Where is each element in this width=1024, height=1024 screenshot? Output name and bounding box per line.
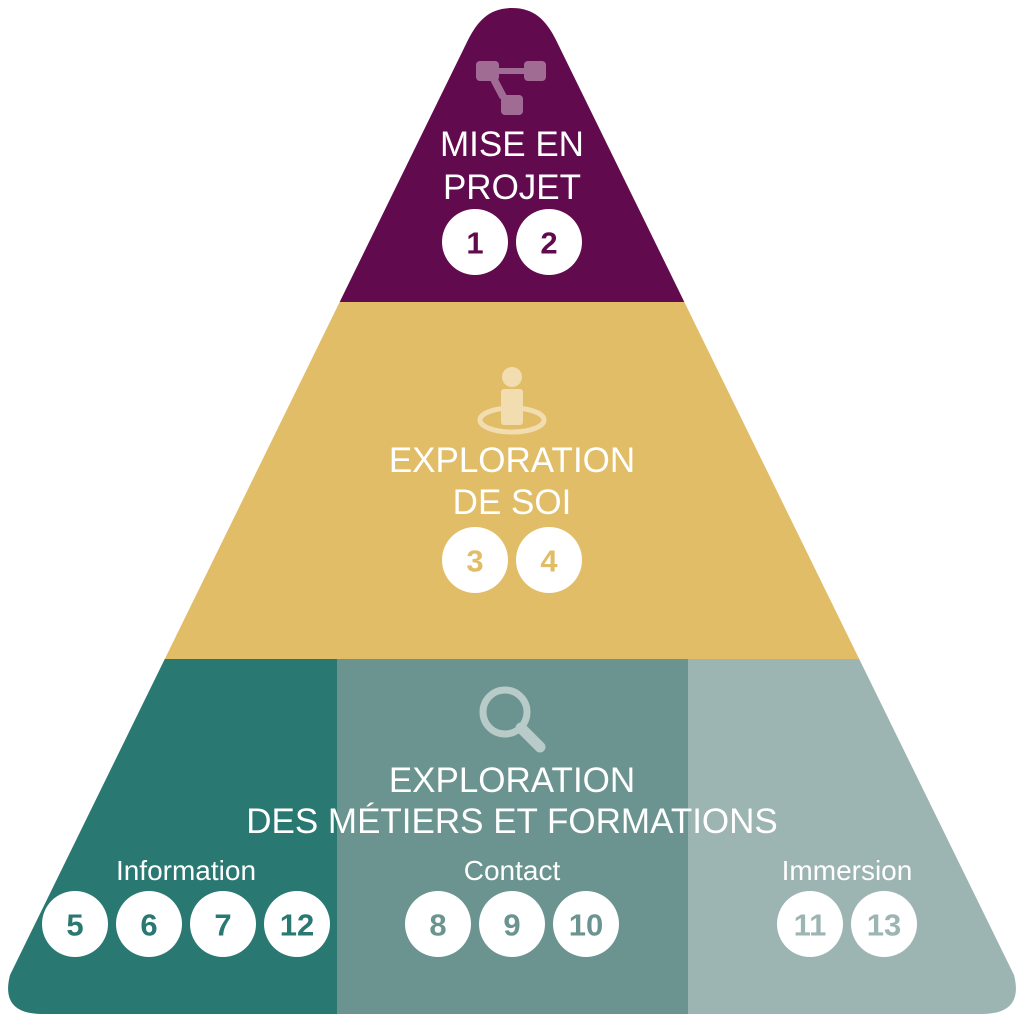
group-label-contact: Contact [464,855,561,886]
tier-bottom-immersion-background [688,659,1016,1014]
badge-number-13: 13 [867,908,901,943]
badge-number-10: 10 [569,908,603,943]
group-contact-badges: 8 9 10 [405,891,619,957]
tier-middle-title-line1: EXPLORATION [389,441,635,480]
magnifier-icon [479,686,546,753]
group-label-information: Information [116,855,256,886]
group-immersion-badges: 11 13 [777,891,917,957]
badge-number-8: 8 [429,908,446,943]
tier-middle-background [8,302,1016,659]
process-flow-icon [476,61,546,115]
tier-middle-title-line2: DE SOI [453,483,572,522]
badge-number-2: 2 [540,226,557,261]
badge-number-7: 7 [214,908,231,943]
badge-circle-7 [190,891,256,957]
group-label-immersion: Immersion [782,855,913,886]
tier-top-title-line1: MISE EN [440,125,584,164]
tier-bottom-information-background [8,659,337,1014]
badge-number-4: 4 [540,544,558,579]
badge-number-1: 1 [466,226,483,261]
badge-circle-4 [516,527,582,593]
badge-circle-8 [405,891,471,957]
badge-circle-10 [553,891,619,957]
badge-circle-9 [479,891,545,957]
badge-circle-3 [442,527,508,593]
group-information-badges: 5 6 7 12 [42,891,330,957]
badge-circle-6 [116,891,182,957]
badge-number-5: 5 [66,908,83,943]
badge-circle-5 [42,891,108,957]
badge-number-6: 6 [140,908,157,943]
tier-bottom-contact-background [337,659,688,1014]
person-target-icon [477,367,547,435]
badge-number-12: 12 [280,908,314,943]
tier-bottom-title-line1: EXPLORATION [389,761,635,800]
badge-circle-13 [851,891,917,957]
tier-bottom-title-line2: DES MÉTIERS ET FORMATIONS [246,802,778,841]
badge-circle-11 [777,891,843,957]
badge-circle-2 [516,209,582,275]
badge-circle-12 [264,891,330,957]
badge-number-3: 3 [466,544,483,579]
badge-number-9: 9 [503,908,520,943]
tier-bottom: EXPLORATION DES MÉTIERS ET FORMATIONS In… [42,686,917,957]
tier-top-title-line2: PROJET [443,168,581,207]
badge-circle-1 [442,209,508,275]
badge-number-11: 11 [794,908,827,943]
